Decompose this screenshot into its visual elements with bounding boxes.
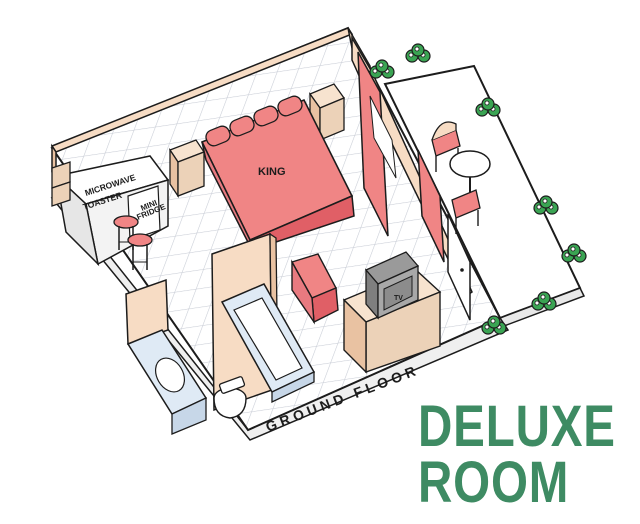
bed-label: KING xyxy=(258,166,286,178)
right-wall xyxy=(351,35,473,321)
bathtub-icon xyxy=(220,283,316,404)
nightstand-left xyxy=(169,139,205,199)
kitchenette: MICROWAVE TOASTER MINI FRIDGE xyxy=(51,155,170,270)
shrubs xyxy=(369,43,587,335)
toilet-icon xyxy=(213,376,247,419)
armchair xyxy=(290,253,339,325)
vanity-sink xyxy=(126,329,208,435)
shrub-icon xyxy=(481,315,507,335)
bed-icon: KING xyxy=(200,95,355,251)
bar-stool xyxy=(113,215,139,250)
room-title-line1: DELUXE xyxy=(418,394,616,459)
shrub-icon xyxy=(531,291,557,311)
room-title-line2: ROOM xyxy=(418,450,570,515)
shrub-icon xyxy=(561,243,587,263)
patio-chair xyxy=(451,189,481,234)
shrub-icon xyxy=(405,43,431,63)
shrub-icon xyxy=(533,195,559,215)
shrub-icon xyxy=(475,97,501,117)
television-icon: TV xyxy=(364,251,420,320)
bar-stool xyxy=(127,233,153,270)
tv-label: TV xyxy=(394,295,403,302)
shrub-icon xyxy=(369,59,395,79)
